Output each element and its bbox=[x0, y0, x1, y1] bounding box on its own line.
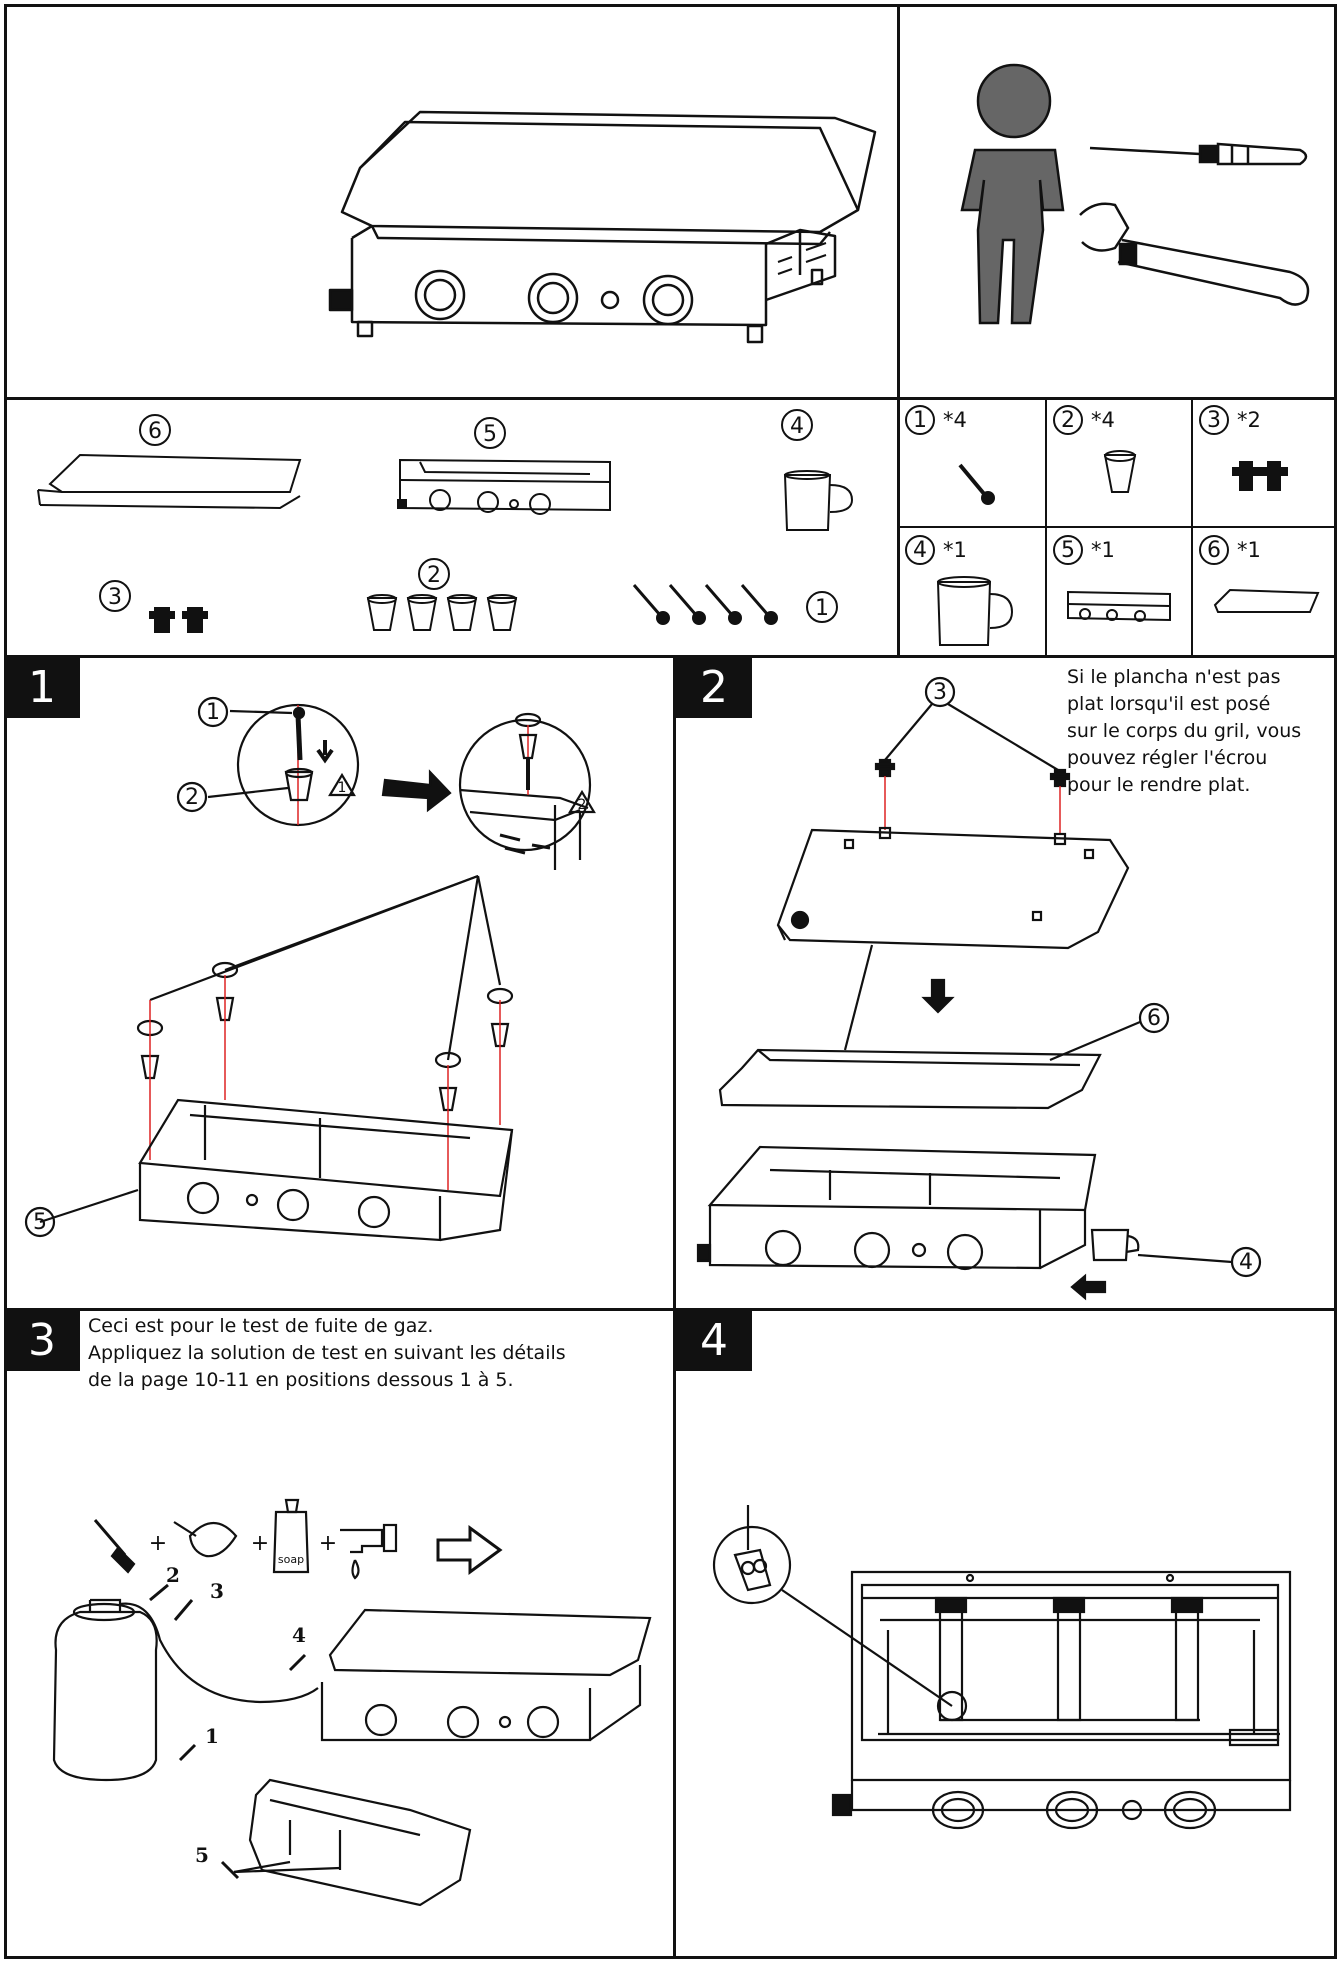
qty-part-3: *2 bbox=[1237, 408, 1261, 432]
divider bbox=[4, 655, 1337, 658]
step-2-number: 2 bbox=[676, 658, 752, 718]
qty-part-5: *1 bbox=[1091, 538, 1115, 562]
divider bbox=[897, 4, 900, 657]
divider bbox=[673, 657, 676, 1959]
step-3-note: Ceci est pour le test de fuite de gaz. A… bbox=[88, 1315, 566, 1391]
divider bbox=[897, 526, 1337, 528]
step-2-note: Si le plancha n'est pas plat lorsqu'il e… bbox=[1067, 666, 1302, 796]
qty-part-6: *1 bbox=[1237, 538, 1261, 562]
divider bbox=[1045, 398, 1047, 656]
divider bbox=[4, 1308, 1337, 1311]
qty-part-4: *1 bbox=[943, 538, 967, 562]
step-4-number: 4 bbox=[676, 1311, 752, 1371]
page-frame bbox=[4, 4, 1337, 1959]
step-3-number: 3 bbox=[4, 1311, 80, 1371]
qty-part-2: *4 bbox=[1091, 408, 1115, 432]
step-1-number: 1 bbox=[4, 658, 80, 718]
divider bbox=[1191, 398, 1193, 656]
qty-part-1: *4 bbox=[943, 408, 967, 432]
divider bbox=[4, 397, 1337, 400]
